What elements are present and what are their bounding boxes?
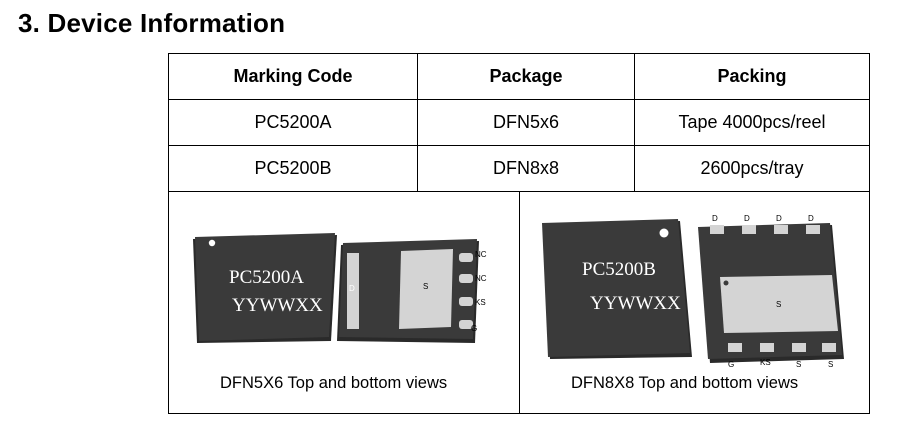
pin1-dot [659,228,669,238]
cell-package: DFN5x6 [417,99,635,146]
cell-packing: Tape 4000pcs/reel [634,99,870,146]
header-package: Package [417,53,635,100]
pin-label: D [776,214,782,223]
pin-d [774,225,788,234]
pin-s [822,343,836,352]
pin-nc-1 [459,253,473,262]
pad-d-left [347,253,359,329]
pin-label: D [808,214,814,223]
pad-s [399,249,453,329]
device-info-table: Marking Code Package Packing PC5200A DFN… [168,53,870,192]
header-marking-code: Marking Code [168,53,418,100]
cell-marking-code: PC5200A [168,99,418,146]
pin-ks [459,297,473,306]
dfn8x8-marking-line1: PC5200B [582,259,656,280]
dfn5x6-figure: PC5200A YYWWXX D S NC NC KS G [193,233,487,343]
pad-s-label: S [423,282,428,291]
pin-label: G [728,360,734,369]
dfn8x8-top-view: PC5200B YYWWXX [542,219,692,359]
pin-g [728,343,742,352]
dfn5x6-marking-line2: YYWWXX [232,295,323,316]
table-row: PC5200A DFN5x6 Tape 4000pcs/reel [168,99,870,146]
dfn5x6-marking-line1: PC5200A [229,267,304,288]
figure-divider [519,191,520,413]
pin-label: D [712,214,718,223]
pin1-dot [208,239,216,247]
dfn8x8-bottom-view: D D D D S G KS S S [698,214,844,369]
pin-label: NC [475,274,487,283]
pad-d-label: D [349,284,355,293]
pin-label: S [796,360,801,369]
dfn8x8-caption: DFN8X8 Top and bottom views [571,374,799,392]
dfn5x6-caption: DFN5X6 Top and bottom views [220,374,448,392]
section-title: 3. Device Information [18,8,286,38]
cell-package: DFN8x8 [417,145,635,192]
pin-label: KS [475,298,486,307]
pin-label: S [828,360,833,369]
dfn8x8-marking-line2: YYWWXX [590,293,681,314]
pad-s [720,275,838,333]
pin-d [710,225,724,234]
pin-ks [760,343,774,352]
header-packing: Packing [634,53,870,100]
pin-label: KS [760,358,771,367]
pin-label: G [471,324,477,333]
pin-d [742,225,756,234]
pad-s-label: S [776,300,781,309]
pin-d [806,225,820,234]
pin-label: NC [475,250,487,259]
dfn8x8-figure: PC5200B YYWWXX D D D D S G KS S S [542,214,844,369]
dfn5x6-top-view: PC5200A YYWWXX [193,233,337,343]
cell-marking-code: PC5200B [168,145,418,192]
package-figures: PC5200A YYWWXX D S NC NC KS G [168,191,870,414]
pin-nc-2 [459,274,473,283]
pin-s [792,343,806,352]
table-row: PC5200B DFN8x8 2600pcs/tray [168,145,870,192]
table-header-row: Marking Code Package Packing [168,53,870,100]
dfn5x6-bottom-view: D S NC NC KS G [337,239,487,343]
cell-packing: 2600pcs/tray [634,145,870,192]
pin-label: D [744,214,750,223]
pin-g [459,320,473,329]
